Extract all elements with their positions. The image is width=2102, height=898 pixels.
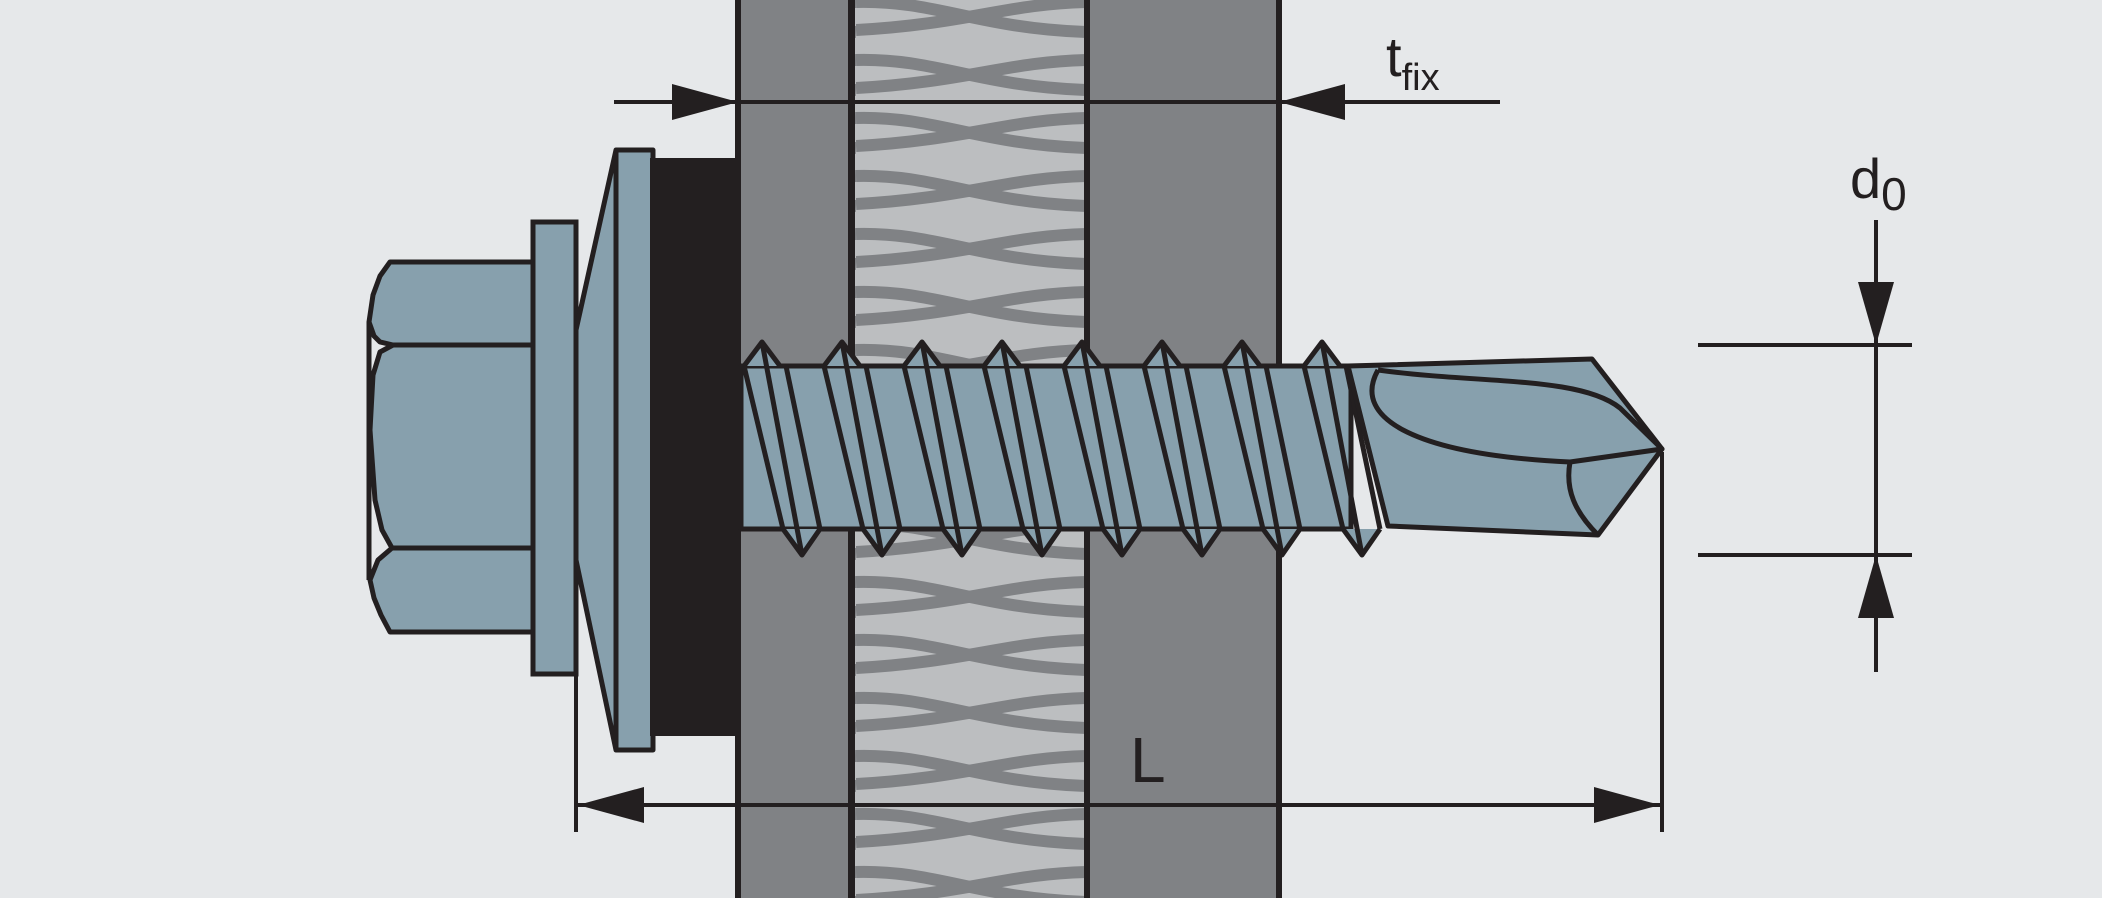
screw-shank — [738, 339, 1383, 558]
d0-dimension — [1698, 220, 1912, 672]
screw-head — [366, 259, 538, 635]
drill-point — [1345, 356, 1665, 538]
d0-label: d0 — [1850, 147, 1907, 220]
length-label: L — [1130, 724, 1166, 796]
tfix-dimension — [614, 84, 1500, 120]
flange — [530, 219, 579, 677]
epdm-seal — [650, 158, 738, 736]
washer — [573, 147, 656, 753]
tfix-label: tfix — [1386, 25, 1440, 99]
length-dimension — [574, 452, 1664, 832]
